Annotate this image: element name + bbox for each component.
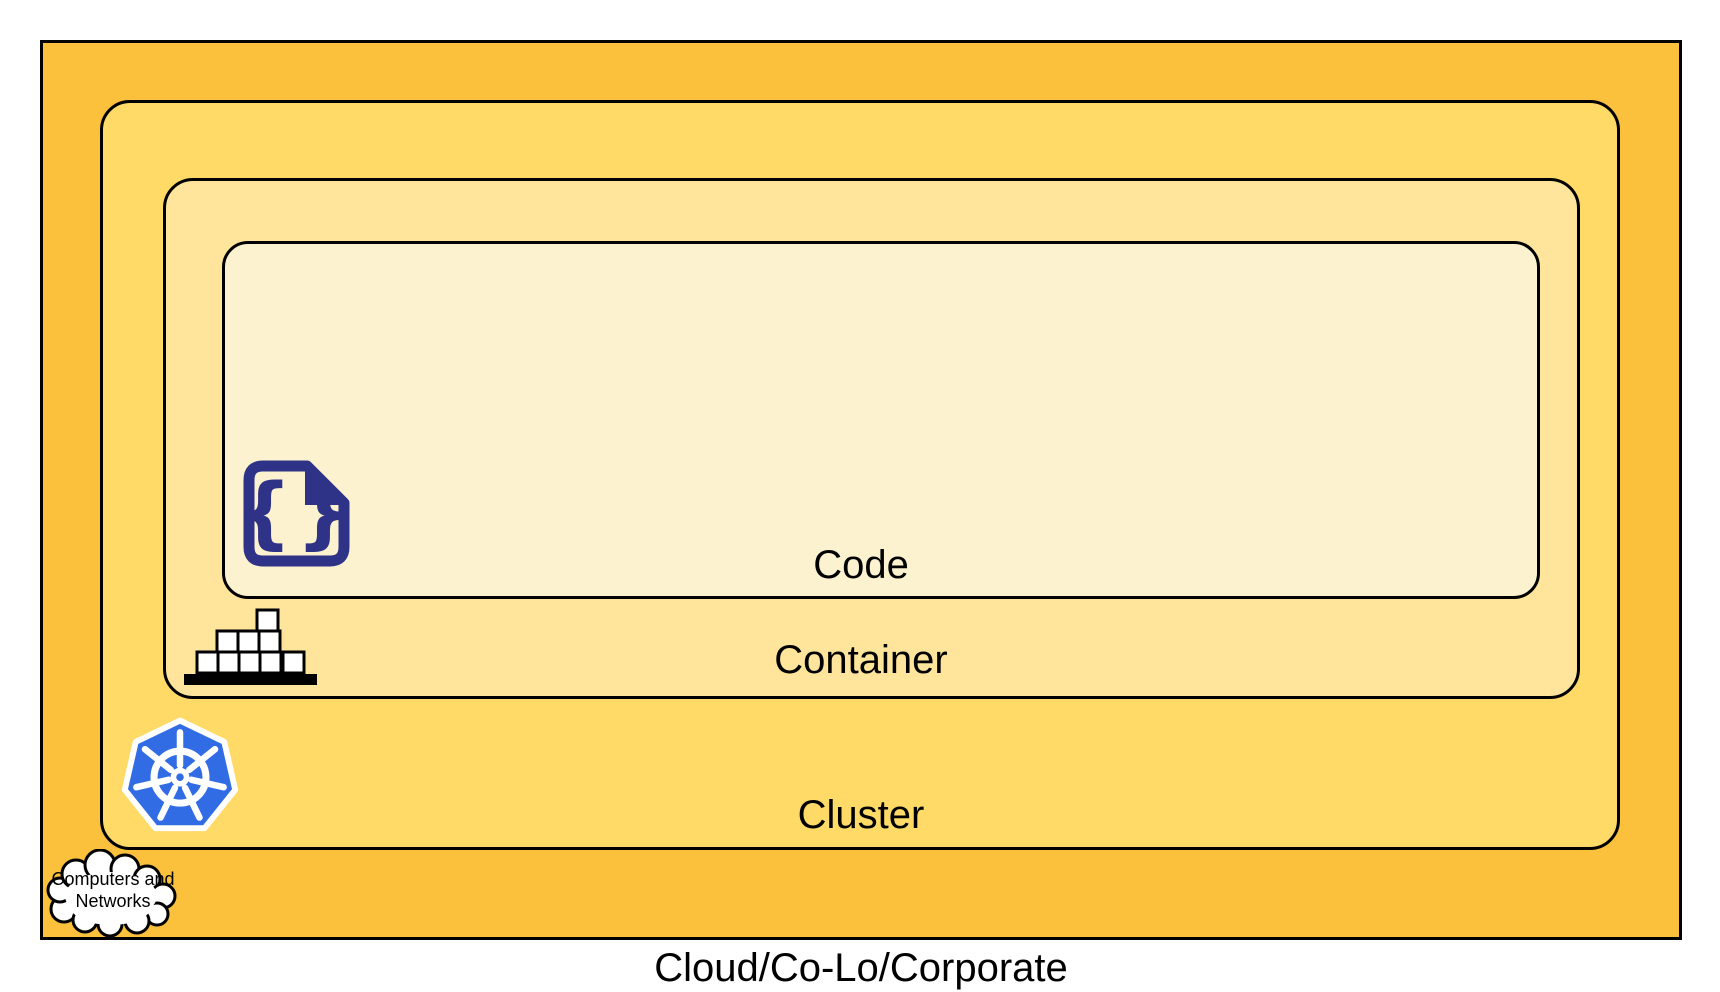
datacenter-label-line1: Cloud/Co-Lo/Corporate xyxy=(654,946,1068,990)
code-file-icon: {} xyxy=(238,455,355,572)
cloud-callout-line2: Networks xyxy=(75,891,151,911)
kubernetes-icon xyxy=(121,713,239,839)
container-label: Container xyxy=(774,638,948,682)
svg-text:{}: {} xyxy=(238,468,355,558)
code-label: Code xyxy=(813,543,909,587)
cluster-label: Cluster xyxy=(797,793,925,837)
cloud-callout-line1: Computers and xyxy=(51,869,175,889)
datacenter-label: Cloud/Co-Lo/Corporate Datacenter xyxy=(40,863,1682,992)
cloud-callout-text: Computers and Networks xyxy=(40,868,186,912)
container-stack-icon xyxy=(183,608,318,686)
cloud-icon xyxy=(40,849,186,937)
code-box xyxy=(222,241,1540,599)
